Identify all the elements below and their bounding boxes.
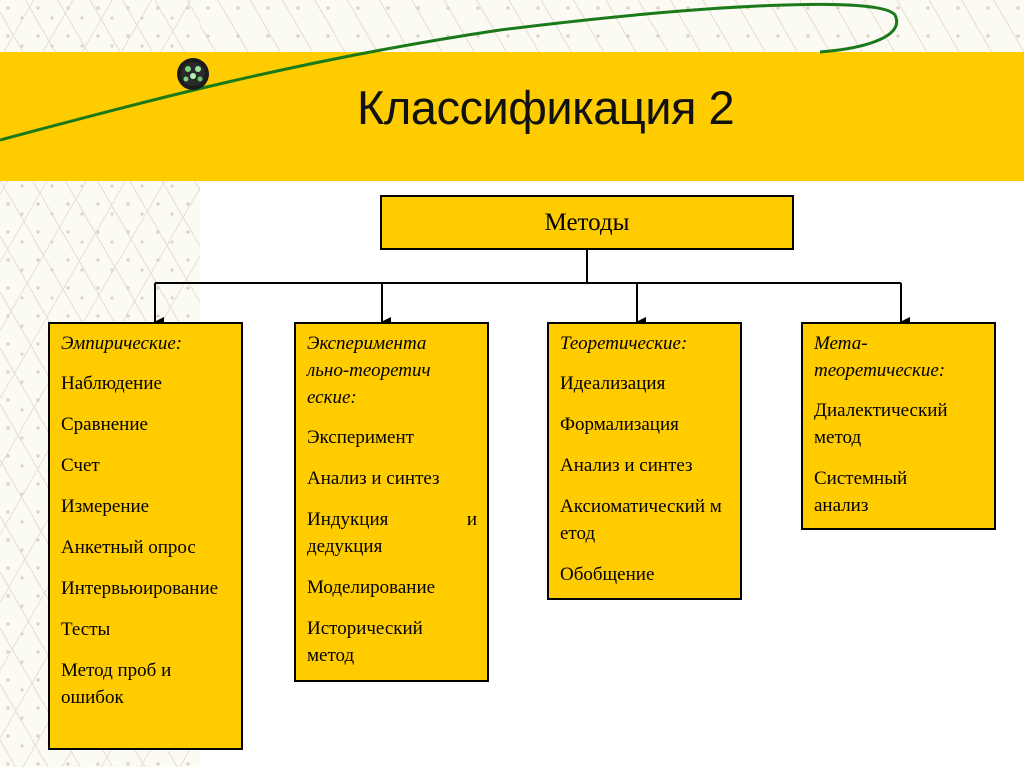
method-item: Анкетный опрос	[61, 537, 196, 558]
method-item: Метод проб и ошибок	[61, 660, 172, 708]
decorative-orbit	[0, 2, 899, 142]
method-item: Индукция и дедукция	[307, 509, 477, 557]
category-heading: Мета-теоретические:	[814, 333, 946, 381]
planet-icon	[177, 58, 209, 90]
method-item: Эксперимент	[307, 427, 414, 448]
page-title: Классификация 2	[357, 81, 735, 134]
method-item: Диалектический метод	[814, 400, 948, 448]
root-node-methods: Методы	[380, 195, 794, 250]
method-item: Анализ и синтез	[560, 455, 693, 476]
header-band	[0, 52, 1024, 181]
method-item: Анализ и синтез	[307, 468, 440, 489]
category-heading: Экспериментально-теоретические:	[307, 333, 431, 408]
method-item: Тесты	[61, 619, 111, 640]
method-item: Моделирование	[307, 577, 436, 598]
method-item: Идеализация	[560, 373, 666, 394]
category-heading: Эмпирические:	[61, 333, 183, 354]
method-item: Формализация	[560, 414, 679, 435]
category-theoretical: Теоретические: Идеализация Формализация …	[547, 322, 742, 600]
method-item: Сравнение	[61, 414, 148, 435]
method-item: Измерение	[61, 496, 150, 517]
method-item: Обобщение	[560, 564, 655, 585]
method-item: Счет	[61, 455, 100, 476]
orbit-curve	[0, 2, 899, 142]
category-experimental-theoretical: Экспериментально-теоретические: Эксперим…	[294, 322, 489, 682]
method-item: Исторический метод	[307, 618, 423, 666]
method-item: Аксиоматический метод	[560, 496, 722, 544]
category-empirical: Эмпирические: Наблюдение Сравнение Счет …	[48, 322, 243, 750]
method-item: Системный анализ	[814, 468, 908, 516]
category-metatheoretical: Мета-теоретические: Диалектический метод…	[801, 322, 996, 530]
method-item: Интервьюирование	[61, 578, 219, 599]
method-item: Наблюдение	[61, 373, 162, 394]
category-heading: Теоретические:	[560, 333, 688, 354]
